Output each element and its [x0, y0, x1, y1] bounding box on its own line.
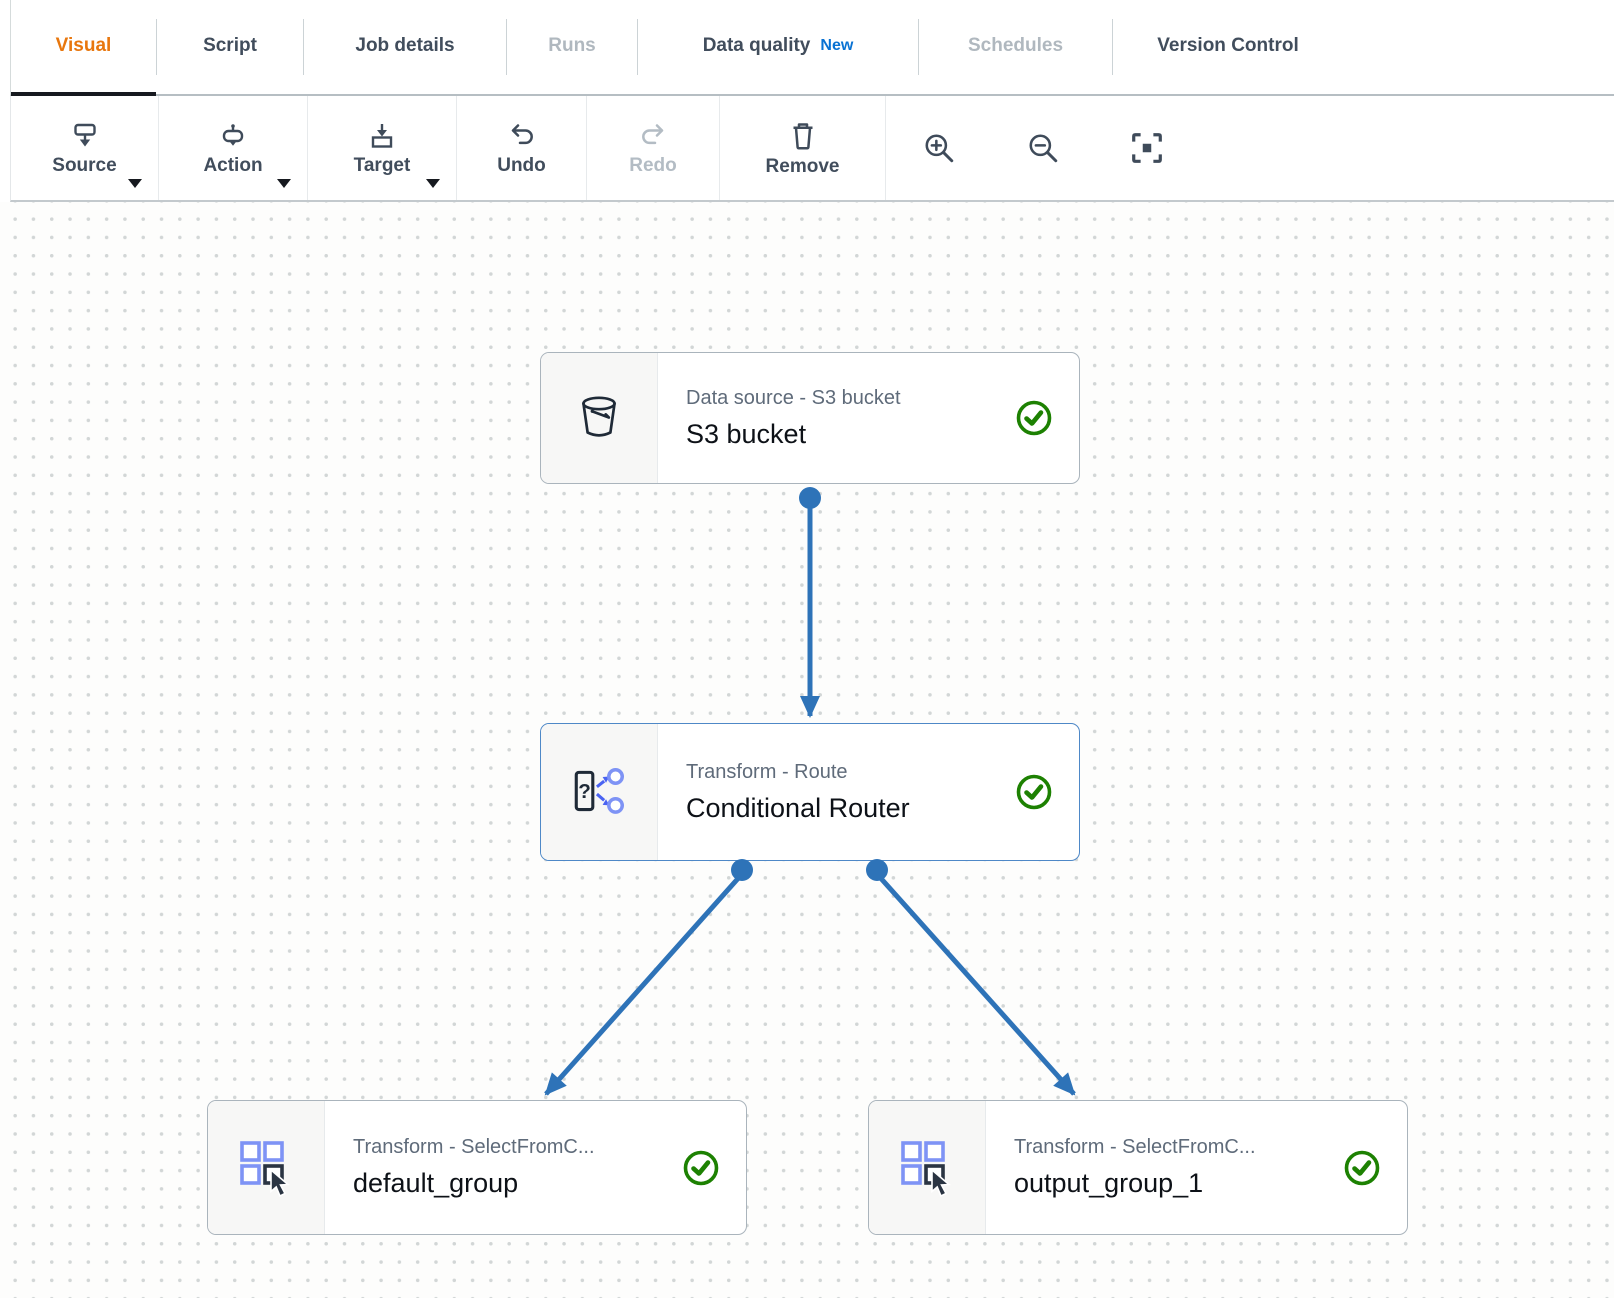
- new-badge: New: [820, 37, 854, 54]
- chevron-down-icon: [277, 179, 291, 188]
- canvas-toolbar: Source Action Target: [10, 96, 1614, 202]
- tab-runs: Runs: [507, 0, 637, 96]
- tab-divider: [303, 19, 304, 75]
- node-output-group-1[interactable]: Transform - SelectFromC... output_group_…: [868, 1100, 1408, 1235]
- valid-check-icon: [1343, 1101, 1407, 1234]
- node-name: default_group: [353, 1168, 519, 1198]
- tab-visual-label: Visual: [55, 35, 112, 56]
- node-s3-bucket[interactable]: Data source - S3 bucket S3 bucket: [540, 352, 1080, 484]
- select-from-collection-icon: [869, 1101, 986, 1234]
- tab-script[interactable]: Script: [157, 0, 303, 96]
- redo-button: Redo: [587, 96, 720, 200]
- tab-divider: [506, 19, 507, 75]
- valid-check-icon: [682, 1101, 746, 1234]
- zoom-out-button[interactable]: [991, 96, 1095, 200]
- add-target-button[interactable]: Target: [308, 96, 457, 200]
- valid-check-icon: [1015, 353, 1079, 483]
- tab-divider: [1112, 19, 1113, 75]
- node-name: Conditional Router: [686, 792, 910, 823]
- redo-icon: [638, 122, 668, 150]
- remove-button-label: Remove: [765, 155, 840, 177]
- tab-data-quality-label: Data quality: [702, 35, 811, 56]
- node-name: S3 bucket: [686, 418, 807, 449]
- s3-bucket-icon: [541, 353, 658, 483]
- valid-check-icon: [1015, 724, 1079, 860]
- undo-button[interactable]: Undo: [457, 96, 587, 200]
- zoom-out-icon: [1026, 131, 1060, 165]
- node-type-label: Transform - SelectFromC...: [353, 1136, 595, 1158]
- svg-text:?: ?: [578, 780, 591, 803]
- zoom-in-button[interactable]: [886, 96, 991, 200]
- action-button-label: Action: [203, 154, 263, 176]
- tab-data-quality[interactable]: Data quality New: [638, 0, 918, 96]
- tab-schedules-label: Schedules: [967, 35, 1064, 56]
- tab-visual[interactable]: Visual: [11, 0, 156, 96]
- node-conditional-router[interactable]: ? Transform - Route Conditional Router: [540, 723, 1080, 861]
- select-from-collection-icon: [208, 1101, 325, 1234]
- node-default-group[interactable]: Transform - SelectFromC... default_group: [207, 1100, 747, 1235]
- tab-runs-label: Runs: [548, 35, 596, 56]
- tab-job-details-label: Job details: [355, 35, 455, 56]
- undo-button-label: Undo: [497, 154, 546, 176]
- tab-version-control-label: Version Control: [1157, 35, 1299, 56]
- source-button-label: Source: [52, 154, 117, 176]
- tab-job-details[interactable]: Job details: [304, 0, 506, 96]
- redo-button-label: Redo: [629, 154, 677, 176]
- tab-version-control[interactable]: Version Control: [1113, 0, 1343, 96]
- node-name: output_group_1: [1014, 1168, 1204, 1198]
- port-router-output-default[interactable]: [731, 859, 753, 881]
- zoom-in-icon: [922, 131, 956, 165]
- remove-trash-icon: [788, 121, 818, 151]
- visual-job-canvas[interactable]: Data source - S3 bucket S3 bucket ?: [0, 202, 1614, 1298]
- route-icon: ?: [541, 724, 658, 860]
- tab-script-label: Script: [203, 35, 257, 56]
- tab-schedules: Schedules: [919, 0, 1112, 96]
- remove-button[interactable]: Remove: [720, 96, 886, 200]
- node-type-label: Transform - SelectFromC...: [1014, 1136, 1256, 1158]
- chevron-down-icon: [128, 179, 142, 188]
- action-icon: [218, 122, 248, 150]
- edge-router-to-default-group: [544, 872, 744, 1096]
- add-action-button[interactable]: Action: [159, 96, 308, 200]
- node-type-label: Transform - Route: [686, 760, 848, 783]
- tab-divider: [918, 19, 919, 75]
- add-source-button[interactable]: Source: [11, 96, 159, 200]
- target-button-label: Target: [353, 154, 411, 176]
- node-type-label: Data source - S3 bucket: [686, 386, 901, 409]
- target-icon: [367, 122, 397, 150]
- tab-divider: [637, 19, 638, 75]
- tab-divider: [156, 19, 157, 75]
- editor-tabbar: Visual Script Job details Runs Data qual…: [10, 0, 1614, 96]
- undo-icon: [507, 122, 537, 150]
- fit-view-icon: [1130, 131, 1164, 165]
- chevron-down-icon: [426, 179, 440, 188]
- port-router-output-1[interactable]: [866, 859, 888, 881]
- fit-view-button[interactable]: [1095, 96, 1199, 200]
- source-icon: [70, 122, 100, 150]
- port-s3-output[interactable]: [799, 487, 821, 509]
- edge-router-to-output-group-1: [875, 872, 1076, 1096]
